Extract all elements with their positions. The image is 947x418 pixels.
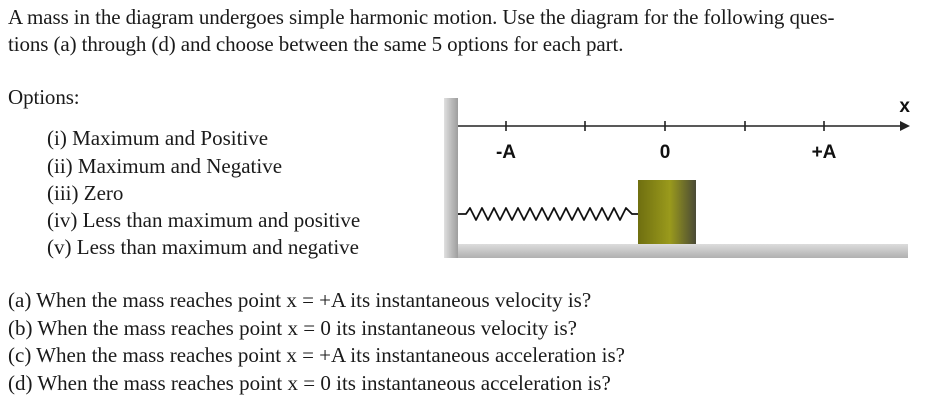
tick-label-minus-a: -A (496, 142, 516, 163)
intro-line-2: tions (a) through (d) and choose between… (8, 32, 624, 56)
spring-mass-diagram: x -A 0 +A (444, 96, 910, 258)
x-axis (458, 121, 910, 131)
wall (444, 98, 458, 258)
question-a: (a) When the mass reaches point x = +A i… (8, 288, 592, 312)
option-iii: (iii) Zero (47, 181, 124, 205)
options-heading: Options: (8, 85, 80, 109)
tick-label-plus-a: +A (812, 142, 837, 163)
option-i: (i) Maximum and Positive (47, 126, 269, 150)
question-b: (b) When the mass reaches point x = 0 it… (8, 316, 577, 340)
spring (458, 207, 638, 221)
question-d: (d) When the mass reaches point x = 0 it… (8, 371, 611, 395)
axis-label-x: x (899, 96, 910, 117)
tick-label-zero: 0 (660, 142, 671, 163)
option-iv: (iv) Less than maximum and positive (47, 208, 361, 232)
option-ii: (ii) Maximum and Negative (47, 154, 283, 178)
question-c: (c) When the mass reaches point x = +A i… (8, 343, 625, 367)
option-v: (v) Less than maximum and negative (47, 235, 359, 259)
intro-line-1: A mass in the diagram undergoes simple h… (8, 5, 835, 29)
floor (444, 244, 908, 258)
mass-block (638, 180, 696, 244)
